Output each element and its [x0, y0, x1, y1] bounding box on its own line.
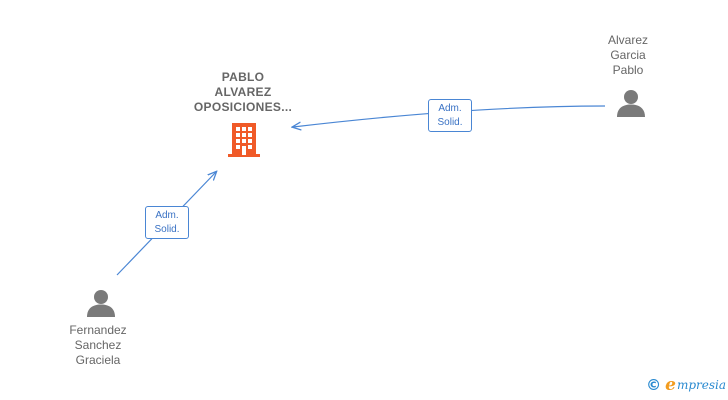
company-name-line: OPOSICIONES...: [193, 100, 293, 114]
edge-label-line: Solid.: [154, 224, 180, 235]
edge-label-line: Solid.: [437, 117, 463, 128]
building-icon[interactable]: [228, 122, 260, 158]
empresia-logo-text: mpresia: [676, 378, 726, 392]
edge-label-line: Adm.: [438, 103, 462, 114]
person-name-line: Fernandez: [69, 323, 127, 337]
person-name-fernandez[interactable]: Fernandez Sanchez Graciela: [58, 323, 138, 368]
person-name-line: Garcia: [610, 48, 646, 62]
person-name-line: Graciela: [75, 353, 121, 367]
company-name-line: ALVAREZ: [214, 85, 272, 99]
empresia-watermark: © e mpresia: [646, 375, 726, 395]
copyright-icon: ©: [646, 376, 662, 394]
person-icon[interactable]: [616, 89, 646, 117]
edge-label-fernandez[interactable]: Adm. Solid.: [145, 206, 189, 239]
person-icon[interactable]: [86, 289, 116, 317]
edge-label-line: Adm.: [155, 210, 179, 221]
company-name[interactable]: PABLO ALVAREZ OPOSICIONES...: [178, 70, 308, 115]
person-name-alvarez[interactable]: Alvarez Garcia Pablo: [590, 33, 666, 78]
person-name-line: Alvarez: [607, 33, 648, 47]
empresia-logo-initial: e: [665, 375, 676, 395]
person-name-line: Sanchez: [74, 338, 122, 352]
company-name-line: PABLO: [221, 70, 265, 84]
person-name-line: Pablo: [612, 63, 644, 77]
edge-label-alvarez[interactable]: Adm. Solid.: [428, 99, 472, 132]
